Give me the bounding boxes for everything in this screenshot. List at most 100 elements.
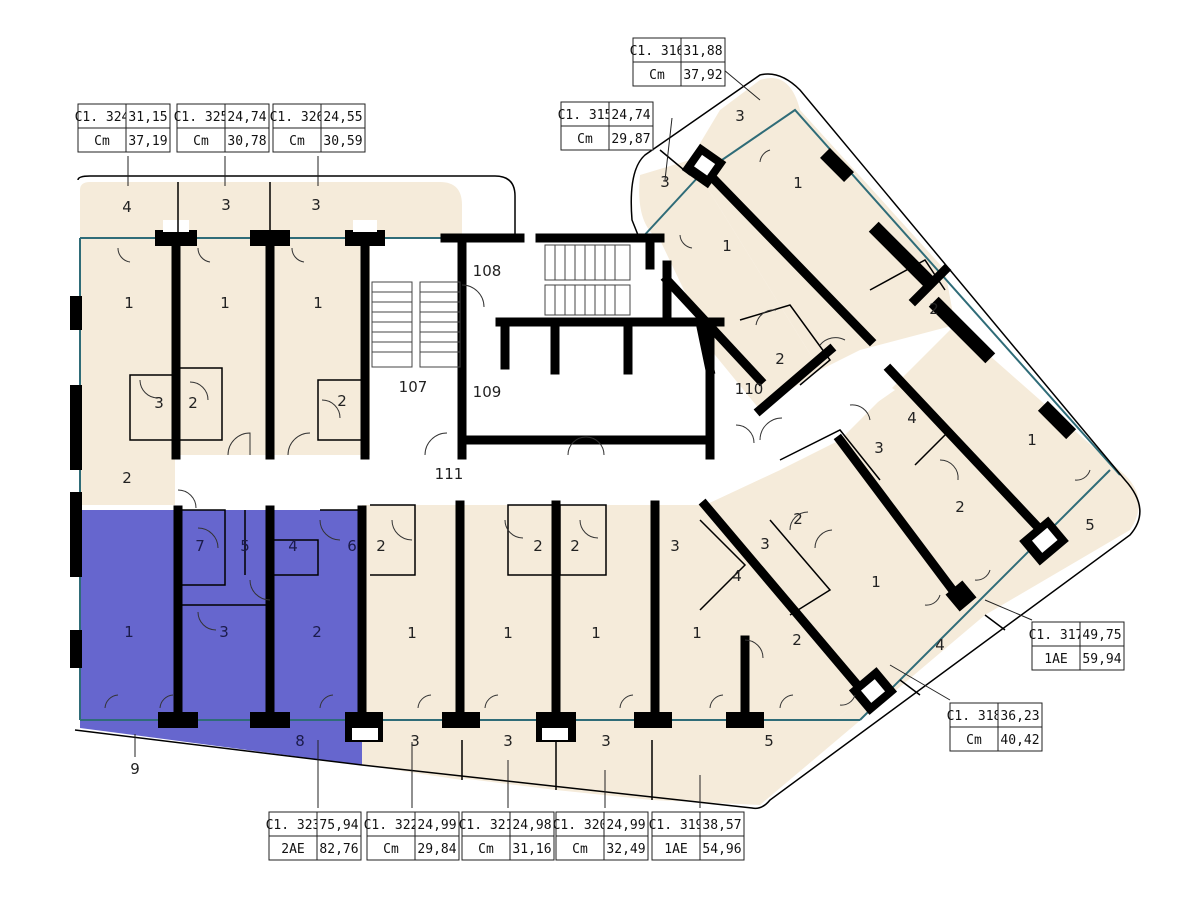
room-number: 9	[130, 760, 140, 778]
area-tag-cell	[176, 103, 226, 129]
area-tag-area: 31,15	[128, 110, 167, 125]
room-107-label: 107	[399, 378, 428, 396]
doors	[104, 149, 1091, 709]
area-tag-name: C1. 317	[1029, 628, 1084, 643]
room-number: 1	[220, 294, 230, 312]
apartment-321-fill[interactable]	[460, 505, 556, 790]
area-tag-cell	[316, 811, 362, 837]
area-tag-cell	[997, 726, 1043, 752]
area-tag-cell	[608, 125, 654, 151]
area-tag-cell	[77, 103, 127, 129]
room-number: 1	[407, 624, 417, 642]
room-number: 3	[311, 196, 321, 214]
area-tag-cell	[272, 103, 322, 129]
area-tag-cell	[560, 101, 610, 127]
apartment-325-fill[interactable]	[178, 182, 270, 455]
area-tag-name: C1. 315	[558, 108, 613, 123]
area-tag-area: 38,57	[702, 818, 741, 833]
area-tag-cell	[680, 61, 726, 87]
room-number: 2	[337, 392, 347, 410]
area-tag-name: C1. 326	[270, 110, 325, 125]
area-tag-name: C1. 318	[947, 709, 1002, 724]
balcony-dividers	[177, 149, 1006, 800]
room-number: 1	[124, 294, 134, 312]
area-tag-name: C1. 322	[364, 818, 419, 833]
area-tag-area: 24,98	[512, 818, 551, 833]
room-number: 4	[907, 409, 917, 427]
area-tag-type: Cm	[649, 68, 665, 83]
area-tag-area: 24,55	[323, 110, 362, 125]
area-tag-name: C1. 325	[174, 110, 229, 125]
area-tag-cell	[1079, 621, 1125, 647]
area-tag-area: 75,94	[319, 818, 358, 833]
area-tag-cell	[632, 37, 682, 63]
apartment-fills	[80, 78, 1139, 805]
area-tag-cell	[366, 835, 416, 861]
area-tag-cell	[997, 702, 1043, 728]
room-number: 2	[533, 537, 543, 555]
area-tag-area: 24,74	[611, 108, 650, 123]
area-tag-cell	[414, 811, 460, 837]
area-tag-type: Cm	[289, 134, 305, 149]
room-number: 1	[313, 294, 323, 312]
apartment-315-fill[interactable]	[639, 160, 820, 410]
apartment-323-fill[interactable]	[80, 510, 362, 765]
room-number: 3	[154, 394, 164, 412]
area-tag-area: 31,88	[683, 44, 722, 59]
room-number: 1	[793, 174, 803, 192]
room-number: 8	[295, 732, 305, 750]
room-number: 2	[570, 537, 580, 555]
area-tag-area: 49,75	[1082, 628, 1121, 643]
area-tag-cell	[461, 835, 511, 861]
room-number: 3	[735, 107, 745, 125]
room-number: 1	[591, 624, 601, 642]
room-number: 2	[775, 350, 785, 368]
area-tag-area: 24,99	[606, 818, 645, 833]
room-number: 5	[1085, 516, 1095, 534]
area-tag-cell	[560, 125, 610, 151]
area-tag-cell	[509, 835, 555, 861]
leaders	[127, 69, 1033, 808]
room-number: 1	[871, 573, 881, 591]
room-number: 3	[219, 623, 229, 641]
area-tag-area: 24,99	[417, 818, 456, 833]
room-number: 3	[601, 732, 611, 750]
area-tag-total: 59,94	[1082, 652, 1121, 667]
apartment-319-fill[interactable]	[652, 505, 860, 805]
room-number: 2	[122, 469, 132, 487]
room-number: 3	[660, 173, 670, 191]
room-number: 4	[732, 567, 742, 585]
room-number: 1	[124, 623, 134, 641]
area-tag-cell	[1031, 621, 1081, 647]
apartment-320-fill[interactable]	[556, 505, 655, 800]
area-tag-name: C1. 323	[266, 818, 321, 833]
area-tag-area: 24,74	[227, 110, 266, 125]
area-tag-cell	[699, 835, 745, 861]
area-tag-total: 29,84	[417, 842, 456, 857]
apartment-316-fill[interactable]	[690, 78, 955, 370]
area-tag-total: 37,19	[128, 134, 167, 149]
area-tag-cell	[125, 127, 171, 153]
area-tag-name: C1. 319	[649, 818, 704, 833]
room-number: 2	[188, 394, 198, 412]
room-number: 3	[503, 732, 513, 750]
area-tag-total: 32,49	[606, 842, 645, 857]
area-tag-type: Cm	[572, 842, 588, 857]
area-tag-total: 30,78	[227, 134, 266, 149]
room-number: 2	[376, 537, 386, 555]
room-number: 2	[792, 631, 802, 649]
apartment-318-fill[interactable]	[705, 440, 985, 805]
apartment-322-fill[interactable]	[362, 505, 462, 780]
